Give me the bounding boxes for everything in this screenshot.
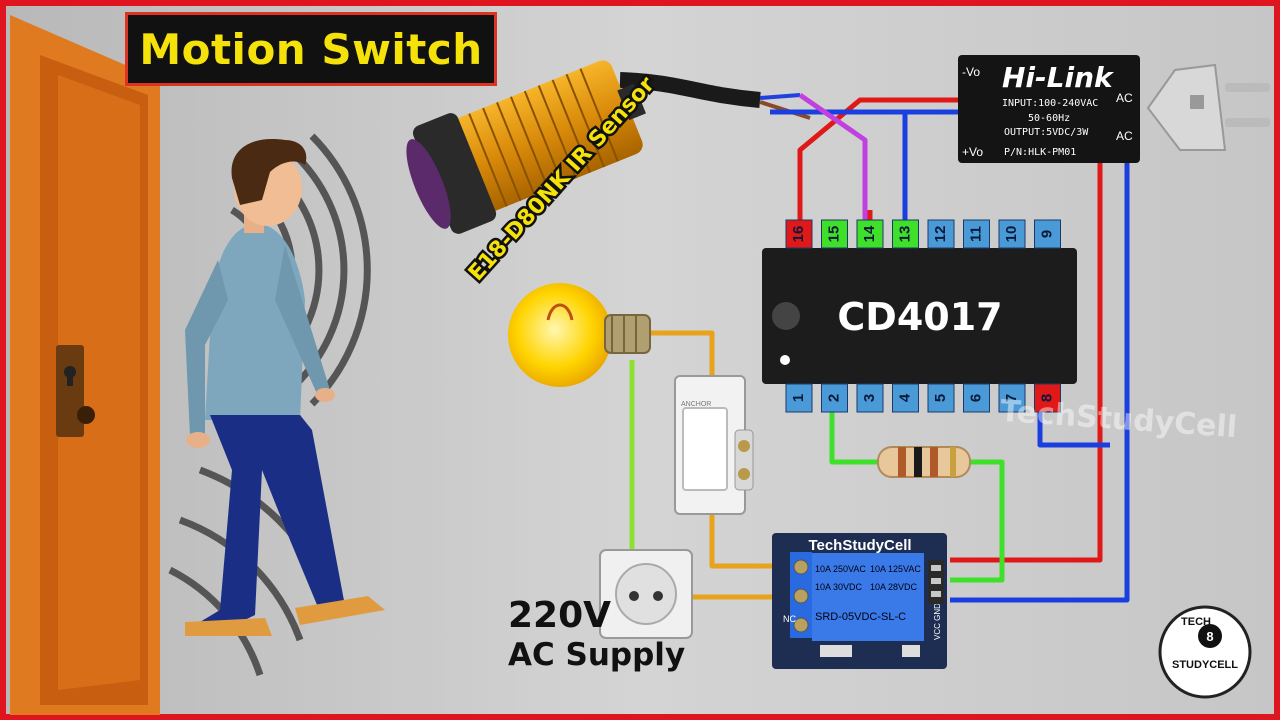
ic-label: CD4017 xyxy=(837,295,1002,339)
logo-bottom: STUDYCELL xyxy=(1172,659,1238,671)
door-knob xyxy=(77,406,95,424)
ic-bottom-pin-label-1: 1 xyxy=(790,394,807,402)
logo-top: TECH xyxy=(1181,616,1211,628)
hilink-output: OUTPUT:5VDC/3W xyxy=(1004,127,1089,138)
ic-bottom-pin-label-5: 5 xyxy=(932,394,949,402)
ic-top-pin-label-10: 10 xyxy=(1003,226,1020,243)
relay-model: SRD-05VDC-SL-C xyxy=(815,611,906,623)
hilink-brand: Hi-Link xyxy=(1002,61,1115,94)
relay-module: TechStudyCell NC 10A 250VAC 10A 125VAC 1… xyxy=(772,533,947,669)
light-bulb xyxy=(508,283,651,387)
hilink-pos: +Vo xyxy=(962,145,983,159)
relay-nc: NC xyxy=(783,614,796,624)
ir-sensor xyxy=(406,60,646,234)
ic-top-pin-label-13: 13 xyxy=(896,226,913,243)
walking-person xyxy=(185,139,385,636)
logo-digit: 8 xyxy=(1206,629,1213,644)
ic-bottom-pin-3 xyxy=(856,383,884,413)
door-lock xyxy=(56,345,84,437)
page-title: Motion Switch xyxy=(139,24,483,74)
relay-spec-right-1: 10A 125VAC xyxy=(870,564,921,574)
ic-bottom-pin-label-8: 8 xyxy=(1038,394,1055,402)
ic-top-pin-10 xyxy=(998,219,1026,249)
ic-top-pin-12 xyxy=(927,219,955,249)
relay-spec-right-2: 10A 28VDC xyxy=(870,582,918,592)
ic-top-pin-15 xyxy=(821,219,848,249)
ic-top-pin-label-9: 9 xyxy=(1038,230,1055,238)
hilink-input: INPUT:100-240VAC xyxy=(1002,98,1098,109)
hilink-ac1: AC xyxy=(1116,91,1133,105)
ic-bottom-pin-2 xyxy=(821,383,848,413)
ic-bottom-pin-4 xyxy=(892,383,919,413)
ic-top-pin-14 xyxy=(856,219,884,249)
supply-label-block: 220V AC Supply xyxy=(508,596,685,674)
hilink-freq: 50-60Hz xyxy=(1028,113,1070,124)
ic-top-pin-label-12: 12 xyxy=(932,226,949,243)
ic-bottom-pin-label-7: 7 xyxy=(1003,394,1020,402)
wall-socket xyxy=(599,549,693,639)
resistor xyxy=(877,446,971,478)
ic-bottom-pin-8 xyxy=(1034,383,1061,413)
ic-top-pin-label-15: 15 xyxy=(825,226,842,243)
ic-bottom-pin-label-3: 3 xyxy=(861,394,878,402)
hilink-module: Hi-Link -Vo +Vo AC AC INPUT:100-240VAC 5… xyxy=(958,55,1140,163)
ic-bottom-pin-label-4: 4 xyxy=(896,393,913,402)
ic-bottom-pin-5 xyxy=(927,383,955,413)
power-plug xyxy=(1146,63,1270,151)
hilink-ac2: AC xyxy=(1116,129,1133,143)
techstudycell-logo: TECH 8 STUDYCELL xyxy=(1158,605,1252,699)
ic-top-pin-13 xyxy=(892,219,919,249)
ic-top-pin-9 xyxy=(1034,219,1061,249)
relay-spec-left-2: 10A 30VDC xyxy=(815,582,863,592)
wall-switch: ANCHOR xyxy=(674,375,754,515)
wiring xyxy=(619,72,1130,603)
ic-bottom-pin-label-6: 6 xyxy=(967,394,984,402)
ic-bottom-pin-label-2: 2 xyxy=(825,394,842,402)
supply-label: AC Supply xyxy=(508,637,686,673)
title-banner: Motion Switch xyxy=(125,12,497,86)
switch-brand: ANCHOR xyxy=(681,401,711,408)
ic-top-pin-label-16: 16 xyxy=(790,226,807,243)
ic-bottom-pin-6 xyxy=(963,383,990,413)
ic-top-pin-11 xyxy=(963,219,990,249)
ic-top-pin-16 xyxy=(785,219,813,249)
hilink-pn: P/N:HLK-PM01 xyxy=(1004,147,1076,158)
relay-pin-labels: VCC GND IN xyxy=(933,593,942,640)
hilink-neg: -Vo xyxy=(962,65,980,79)
ic-top-pin-label-14: 14 xyxy=(861,225,878,242)
ic-bottom-pin-1 xyxy=(785,383,813,413)
relay-brand: TechStudyCell xyxy=(808,537,911,554)
relay-spec-left-1: 10A 250VAC xyxy=(815,564,866,574)
supply-voltage: 220V xyxy=(508,595,612,636)
ic-top-pin-label-11: 11 xyxy=(967,226,984,242)
ic-bottom-pin-7 xyxy=(998,383,1026,413)
door xyxy=(10,15,160,715)
